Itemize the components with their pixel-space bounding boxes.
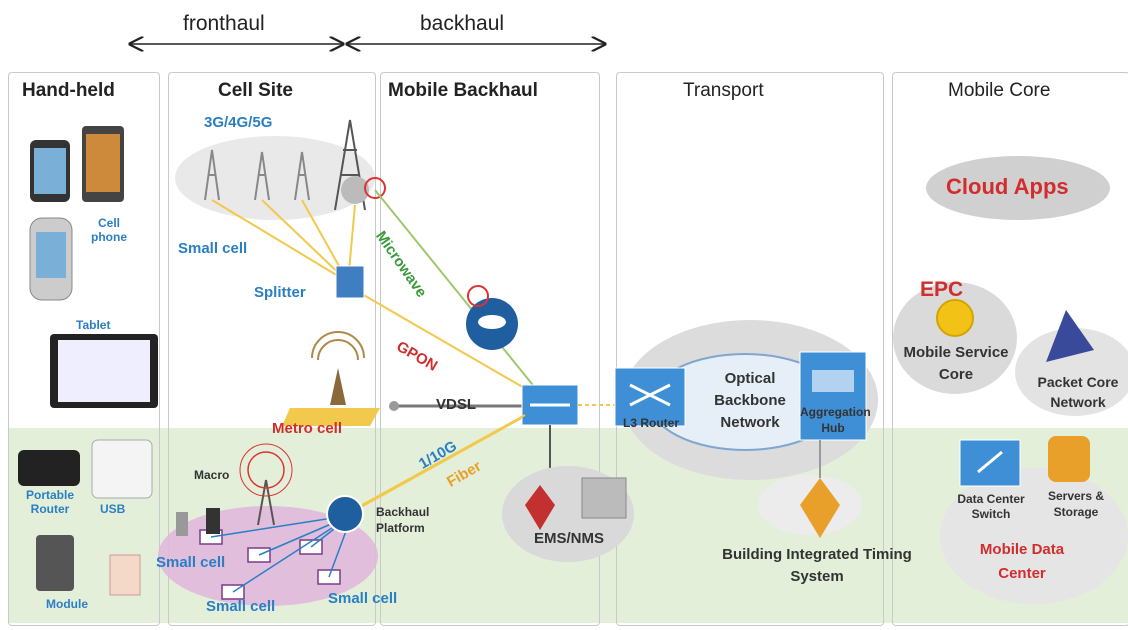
module-label: Module [46,597,88,611]
column-title-handheld: Hand-held [22,80,115,101]
cellsite-cloud [175,136,375,220]
l3-router-label: L3 Router [622,416,679,430]
router-icon [18,450,80,486]
splitter-icon [335,265,365,299]
ems-server-icon [581,477,627,519]
panel-core [892,72,1128,626]
cloud-apps-label: Cloud Apps [946,174,1069,199]
column-title-cellsite: Cell Site [218,80,293,101]
gens-label: 3G/4G/5G [204,114,273,131]
metro-tower-icon [330,368,346,405]
epc-label: EPC [920,278,964,301]
epc-cloud [893,282,1017,394]
splitter-label: Splitter [254,284,306,301]
data-center-cloud [940,468,1128,604]
packet-core-label: Packet Core Network [1037,374,1119,410]
module-icon [36,535,74,591]
panel-cellsite [168,72,376,626]
panel-backhaul [380,72,600,626]
packet-core-icon [1046,310,1094,362]
servers-storage-icon [1048,436,1090,482]
macro-label: Macro [194,468,230,482]
backhaul-label: backhaul [420,12,505,35]
vdsl-label: VDSL [436,396,477,413]
column-title-core: Mobile Core [948,80,1051,101]
small-cell-right-label: Small cell [328,590,398,607]
metro-cell-platform [282,408,380,426]
timing-diamond-icon [800,478,840,538]
epc-core-icon [936,299,974,337]
timing-system-label: Building Integrated Timing System [722,546,912,585]
cell-tower-icon [204,149,310,201]
ems-diamond-icon [525,485,555,530]
l3-router-icon [614,367,686,427]
ems-label: EMS/NMS [534,530,605,547]
column-title-transport: Transport [683,80,764,101]
usb-icon [91,439,153,499]
macro-tower-icon [257,479,275,526]
dc-switch-label: Data Center Switch [957,492,1025,521]
column-title-backhaul: Mobile Backhaul [388,80,538,101]
tablet-label: Tablet [76,318,111,332]
backhaul-platform-label: Backhaul Platform [376,505,430,535]
small-cell-left-label: Small cell [156,554,226,571]
panel-transport [616,72,884,626]
small-cell-top-label: Small cell [178,240,248,257]
usb-label: USB [100,502,126,516]
optical-backbone-label: Optical Backbone Network [714,370,786,431]
cell-phone-label: Cell phone [91,216,127,244]
panel-handheld [8,72,160,626]
small-cell-bottom-label: Small cell [206,598,276,615]
cloud-apps-cloud [926,156,1110,220]
aggregation-hub-label: Aggregation Hub [800,405,871,435]
metro-cell-label: Metro cell [272,420,343,437]
servers-storage-label: Servers & Storage [1047,489,1105,519]
mobile-service-core-label: Mobile Service Core [903,344,1009,383]
portable-router-label: Portable Router [25,488,74,516]
fronthaul-label: fronthaul [183,12,265,35]
mobile-data-center-label: Mobile Data Center [979,541,1065,582]
backhaul-platform-icon [326,495,364,533]
aggregation-hub-icon [799,351,867,441]
